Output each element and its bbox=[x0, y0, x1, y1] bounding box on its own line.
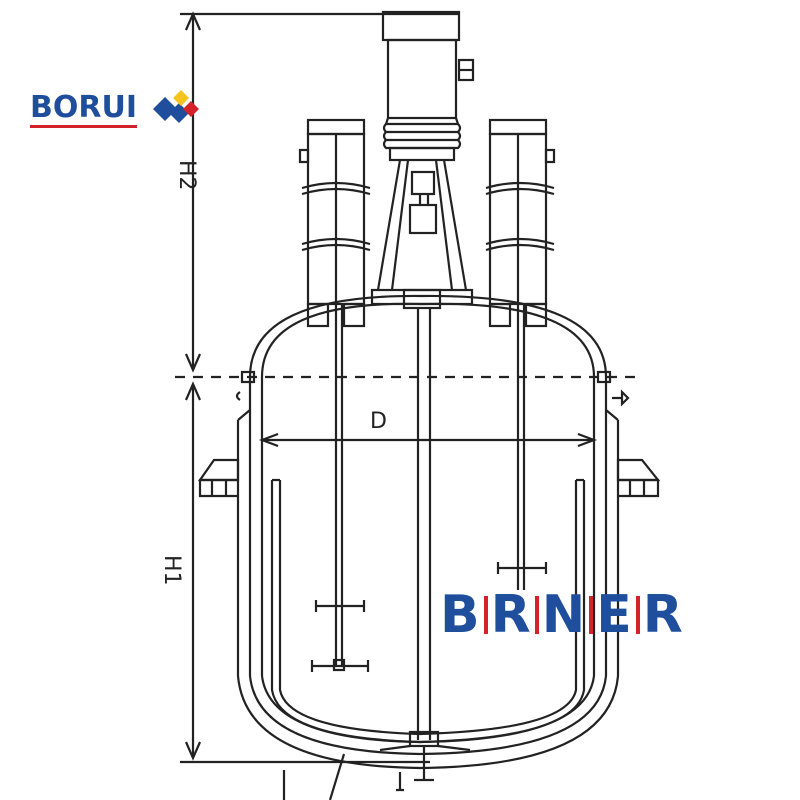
watermark-letter: R bbox=[642, 585, 684, 645]
borui-logo-text: BORUI bbox=[30, 90, 137, 128]
diameter-label: D bbox=[370, 409, 387, 434]
right-column bbox=[485, 118, 556, 328]
h2-label: H2 bbox=[174, 160, 199, 191]
top-flange bbox=[370, 288, 474, 310]
h1-label: H1 bbox=[159, 555, 184, 586]
internal-tubes bbox=[270, 478, 586, 744]
borui-logo: BORUI bbox=[30, 86, 201, 132]
left-column bbox=[298, 118, 371, 328]
agitator-shafts bbox=[310, 304, 548, 782]
watermark-letter: R bbox=[490, 585, 532, 645]
support-lugs bbox=[197, 458, 661, 498]
drive-motor bbox=[376, 10, 475, 291]
diameter-dimension bbox=[258, 432, 598, 448]
watermark-letter: E bbox=[596, 585, 633, 645]
vessel-shell bbox=[235, 294, 630, 756]
height-dimension bbox=[180, 11, 460, 764]
borui-logo-mark-icon bbox=[153, 90, 199, 123]
watermark-letter: N bbox=[541, 585, 587, 645]
watermark-letter: B bbox=[440, 585, 481, 645]
bottom-outlet bbox=[282, 753, 404, 800]
